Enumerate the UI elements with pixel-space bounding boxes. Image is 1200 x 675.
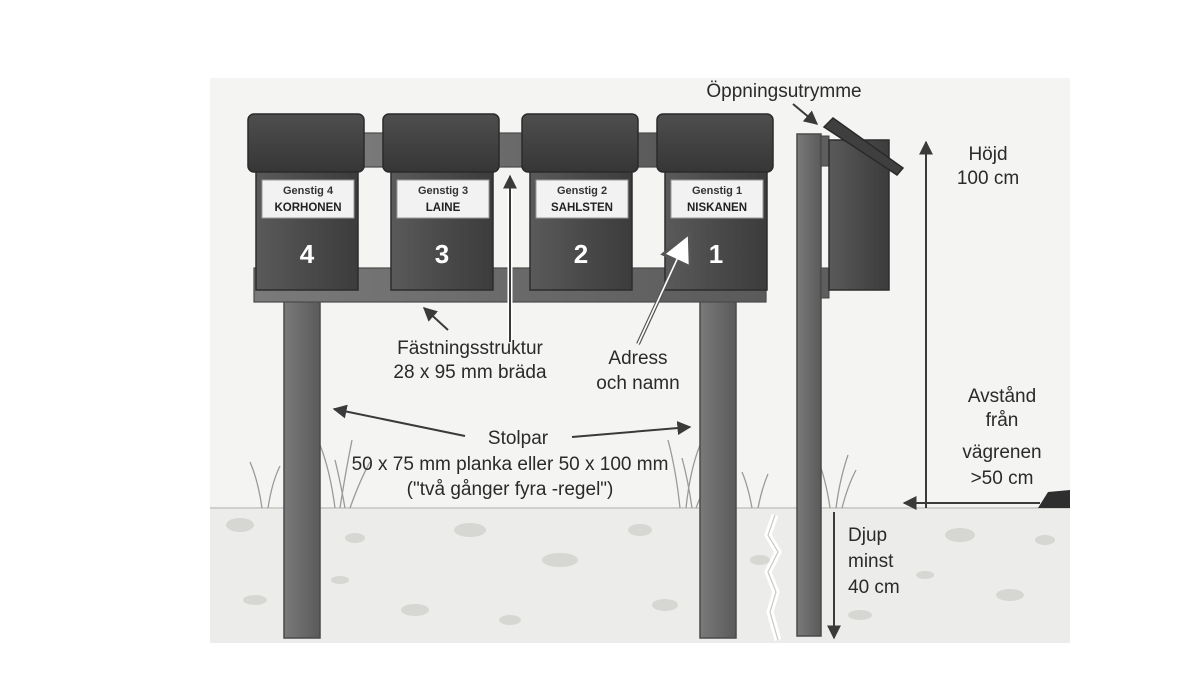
label-depth-2: minst [848,551,894,572]
label-address-2: och namn [596,373,679,394]
plate-name-1: NISKANEN [687,202,747,214]
mailbox-number-2: 2 [574,239,588,269]
posts-arrow-left [332,404,466,437]
side-view [796,117,905,637]
mailbox-2: Genstig 2 SAHLSTEN 2 [521,113,639,291]
mailbox-number-4: 4 [300,239,315,269]
plate-street-1: Genstig 1 [692,185,742,197]
label-distance-3: vägrenen [962,442,1041,463]
fastening-arrow-left [422,307,449,331]
plate-name-3: LAINE [426,202,461,214]
side-mailbox-lid [822,117,905,176]
address-plate-1 [670,179,764,219]
label-height-1: Höjd [968,144,1007,165]
plate-street-4: Genstig 4 [283,185,334,197]
ground [210,490,1070,643]
mailbox-number-3: 3 [435,239,449,269]
side-mailbox-body [828,139,890,291]
address-arrow-inner [637,241,686,345]
address-plate-3 [396,179,490,219]
label-depth-1: Djup [848,525,887,546]
address-plate-2 [535,179,629,219]
label-opening: Öppningsutrymme [706,81,861,102]
mailbox-3: Genstig 3 LAINE 3 [382,113,500,291]
label-distance-4: >50 cm [971,468,1034,489]
side-board-top [820,135,830,167]
label-fastening-1: Fästningsstruktur [397,338,543,359]
posts-arrow-right [571,421,692,438]
side-board-bottom [820,267,830,299]
label-distance-2: från [986,410,1019,431]
side-post [796,133,822,637]
plate-street-2: Genstig 2 [557,185,607,197]
label-posts-2: 50 x 75 mm planka eller 50 x 100 mm [352,454,669,475]
plate-name-4: KORHONEN [274,202,341,214]
label-posts-1: Stolpar [488,428,549,449]
label-height-2: 100 cm [957,168,1019,189]
mailbox-1: Genstig 1 NISKANEN 1 [656,113,774,291]
label-distance-1: Avstånd [968,386,1036,407]
opening-arrow [792,103,819,125]
post-left [283,299,321,639]
label-posts-3: ("två gånger fyra -regel") [407,479,614,500]
mailbox-4: Genstig 4 KORHONEN 4 [247,113,365,291]
label-address-1: Adress [608,348,667,369]
post-right [699,299,737,639]
address-plate-4 [261,179,355,219]
plate-street-3: Genstig 3 [418,185,468,197]
mailbox-number-1: 1 [709,239,723,269]
label-depth-3: 40 cm [848,577,900,598]
plate-name-2: SAHLSTEN [551,202,613,214]
label-fastening-2: 28 x 95 mm bräda [393,362,547,383]
mailboxes: Genstig 4 KORHONEN 4 Genstig 3 LAINE 3 G… [247,113,774,291]
